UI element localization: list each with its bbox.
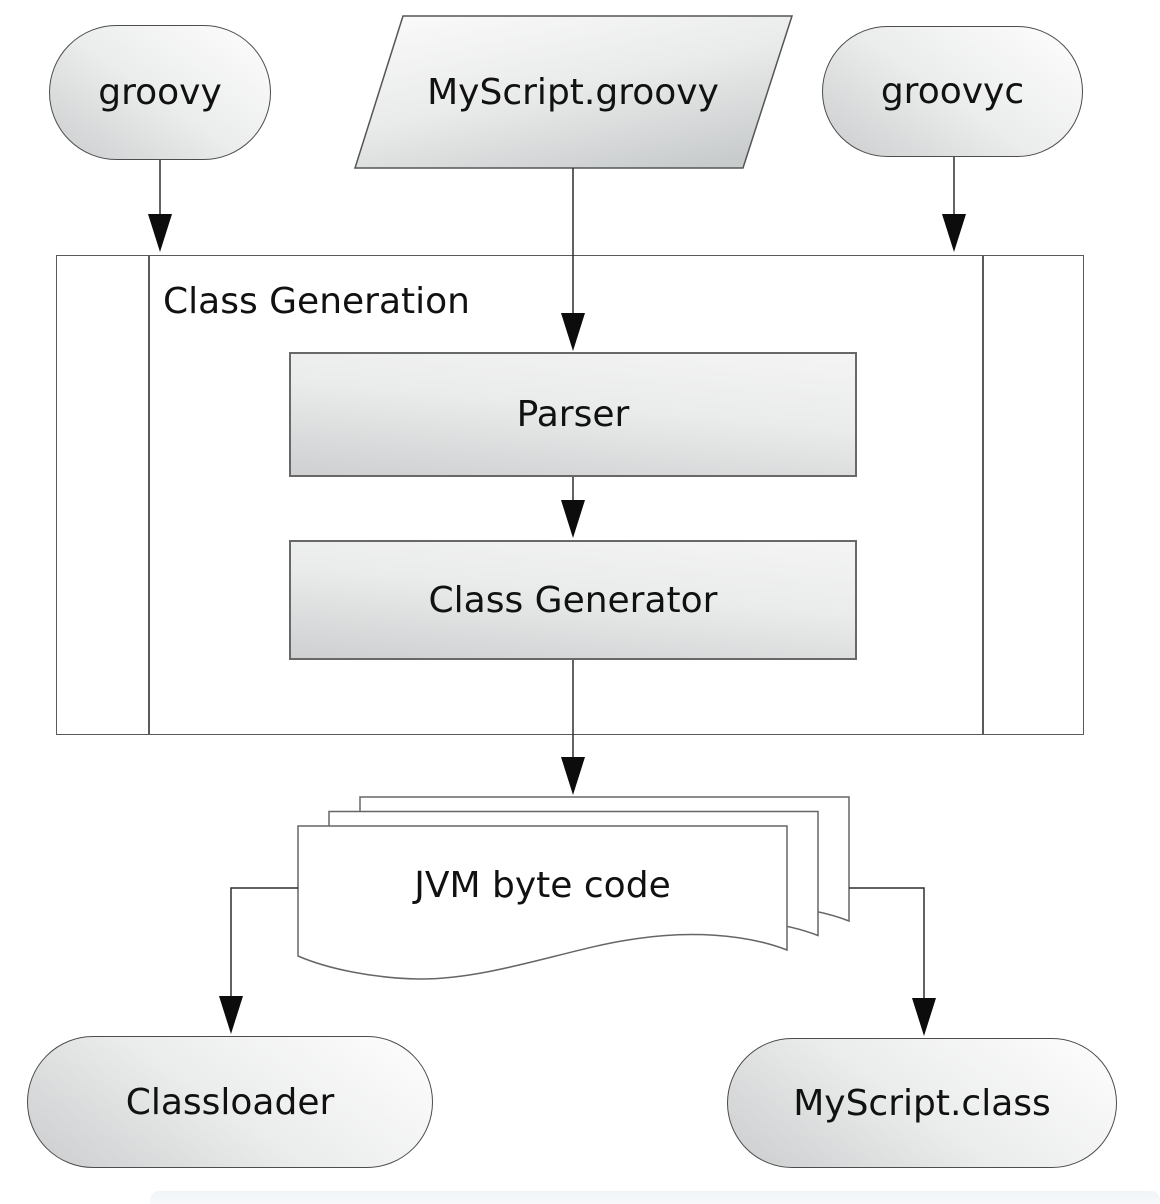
edge-jvm-byte-code-to-classloader: [230, 887, 298, 998]
myscript-groovy-text: MyScript.groovy: [427, 71, 719, 113]
node-myscript-class: MyScript.class: [727, 1038, 1117, 1168]
node-classloader: Classloader: [27, 1036, 433, 1168]
container-left-divider: [148, 256, 150, 734]
node-classloader-label: Classloader: [125, 1081, 335, 1123]
node-myscript-groovy-shape: [353, 15, 794, 169]
node-parser-label: Parser: [516, 394, 630, 435]
document-page-front: [297, 825, 788, 980]
node-myscript-groovy-label: MyScript.groovy: [400, 22, 746, 162]
footer-partial-bar: [150, 1191, 1160, 1204]
node-groovyc-label: groovyc: [880, 71, 1025, 112]
arrowhead-groovyc: [942, 214, 966, 252]
node-groovyc: groovyc: [822, 26, 1083, 157]
node-jvm-byte-code-shape: [297, 796, 850, 980]
node-class-generator-label: Class Generator: [428, 579, 718, 621]
jvm-byte-code-text: JVM byte code: [414, 864, 671, 906]
node-groovy-label: groovy: [98, 72, 222, 113]
arrowhead-groovy: [148, 214, 172, 252]
node-class-generator: Class Generator: [289, 540, 857, 660]
container-right-divider: [982, 256, 984, 734]
arrowhead-myscript-class: [912, 998, 936, 1036]
arrowhead-classloader: [219, 996, 243, 1034]
node-parser: Parser: [289, 352, 857, 477]
node-jvm-byte-code-label: JVM byte code: [298, 826, 787, 944]
edge-jvm-byte-code-to-myscript-class: [849, 887, 925, 1000]
arrowhead-myscript-groovy: [561, 313, 585, 351]
class-generation-title: Class Generation: [163, 281, 470, 322]
node-myscript-class-label: MyScript.class: [793, 1082, 1051, 1124]
arrowhead-class-generator: [561, 757, 585, 795]
node-groovy: groovy: [49, 25, 271, 160]
arrowhead-parser: [561, 500, 585, 538]
